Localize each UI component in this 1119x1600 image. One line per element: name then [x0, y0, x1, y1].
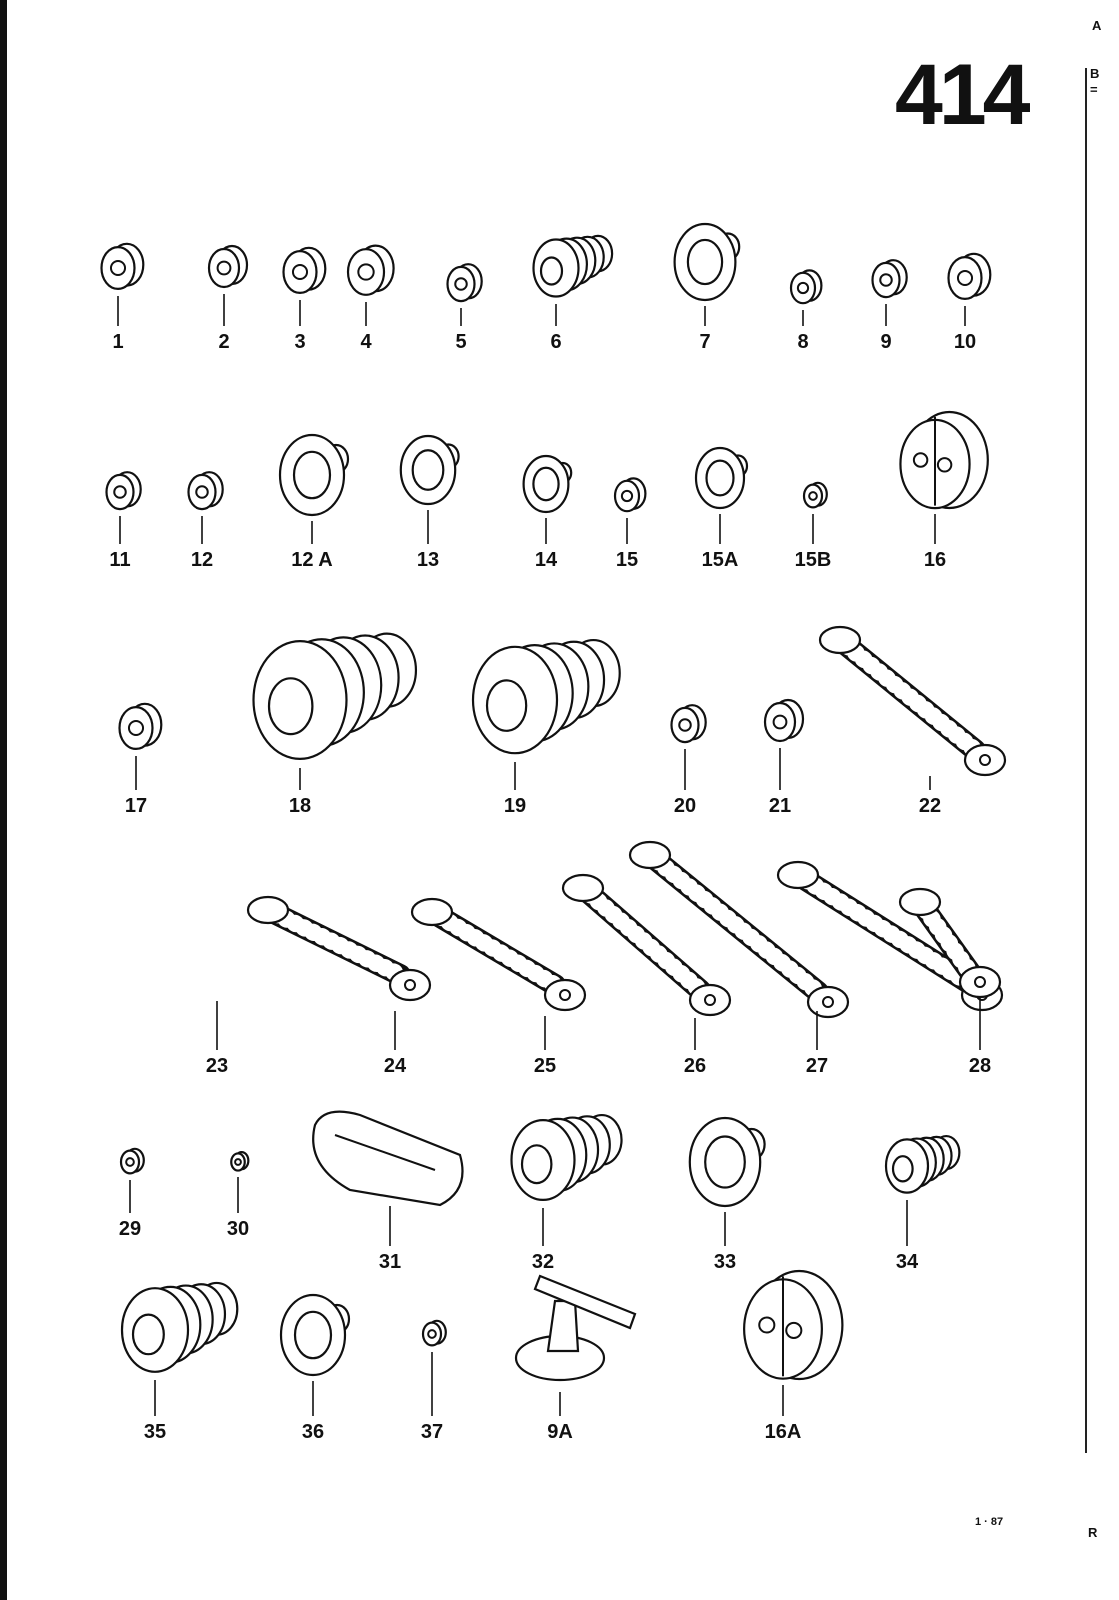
part-label: 5	[455, 331, 466, 353]
edge-text-b: B	[1090, 66, 1100, 81]
part-label: 16	[924, 549, 946, 571]
part-30: 30	[227, 1150, 250, 1240]
part-9a: 9A	[514, 1274, 637, 1443]
part-label: 11	[109, 549, 130, 571]
part-24: 24	[384, 897, 587, 1077]
part-5: 5	[446, 263, 483, 353]
part-15a: 15A	[694, 446, 749, 571]
part-label: 20	[674, 795, 696, 817]
right-margin-rule	[1085, 68, 1087, 1453]
part-19: 19	[471, 638, 621, 817]
part-12: 12	[187, 471, 224, 571]
part-6: 6	[532, 234, 614, 353]
part-label: 10	[954, 331, 976, 353]
part-label: 17	[125, 795, 147, 817]
part-11: 11	[105, 471, 142, 571]
part-label: 15A	[702, 549, 739, 571]
part-label: 32	[532, 1251, 554, 1273]
part-4: 4	[346, 244, 395, 353]
part-label: 18	[289, 795, 311, 817]
part-label: 25	[534, 1055, 556, 1077]
part-label: 19	[504, 795, 526, 817]
part-15b: 15B	[795, 481, 832, 571]
page-number: 414	[895, 47, 1030, 143]
part-label: 8	[797, 331, 808, 353]
part-label: 15	[616, 549, 638, 571]
part-label: 34	[896, 1251, 919, 1273]
part-label: 33	[714, 1251, 736, 1273]
part-label: 24	[384, 1055, 407, 1077]
part-10: 10	[947, 252, 992, 353]
part-label: 14	[535, 549, 558, 571]
footer-date: 1 · 87	[975, 1516, 1004, 1528]
edge-text-a: A	[1092, 18, 1102, 33]
part-37: 37	[421, 1319, 447, 1443]
part-label: 9A	[547, 1421, 573, 1443]
part-label: 26	[684, 1055, 706, 1077]
part-label: 22	[919, 795, 941, 817]
left-binding-border	[0, 0, 7, 1600]
part-label: 12	[191, 549, 213, 571]
part-16a: 16A	[743, 1269, 844, 1443]
part-label: 3	[294, 331, 305, 353]
part-12a: 12 A	[278, 433, 350, 571]
part-16: 16	[899, 410, 989, 571]
part-label: 30	[227, 1218, 249, 1240]
part-25: 25	[534, 873, 732, 1077]
part-18: 18	[252, 632, 418, 817]
part-8: 8	[789, 269, 823, 353]
part-15: 15	[613, 477, 647, 571]
part-label: 13	[417, 549, 439, 571]
part-label: 27	[806, 1055, 828, 1077]
part-21: 21	[763, 698, 805, 817]
part-label: 12 A	[291, 549, 333, 571]
part-17: 17	[118, 702, 163, 817]
part-label: 23	[206, 1055, 228, 1077]
part-label: 9	[880, 331, 891, 353]
part-label: 7	[699, 331, 710, 353]
part-label: 28	[969, 1055, 991, 1077]
part-label: 29	[119, 1218, 141, 1240]
part-label: 31	[379, 1251, 401, 1273]
part-29: 29	[119, 1147, 145, 1240]
part-34: 34	[884, 1134, 961, 1273]
edge-text-r: R	[1088, 1525, 1098, 1540]
part-32: 32	[510, 1113, 623, 1273]
part-label: 6	[550, 331, 561, 353]
part-13: 13	[399, 434, 460, 571]
part-28: 28	[898, 887, 1002, 1077]
part-label: 15B	[795, 549, 832, 571]
part-20: 20	[670, 704, 707, 817]
part-label: 37	[421, 1421, 443, 1443]
part-31: 31	[312, 1110, 464, 1273]
part-label: 2	[218, 331, 229, 353]
part-label: 21	[769, 795, 791, 817]
part-14: 14	[522, 454, 573, 571]
part-26: 26	[628, 840, 850, 1077]
part-3: 3	[282, 246, 327, 353]
part-7: 7	[673, 222, 741, 353]
part-36: 36	[279, 1293, 351, 1443]
part-22: 22	[818, 625, 1007, 817]
part-9: 9	[871, 259, 908, 353]
part-label: 1	[112, 331, 123, 353]
part-label: 4	[360, 331, 372, 353]
part-label: 35	[144, 1421, 166, 1443]
part-2: 2	[207, 244, 249, 353]
part-33: 33	[688, 1116, 766, 1273]
part-label: 36	[302, 1421, 324, 1443]
part-23: 23	[206, 895, 432, 1077]
part-35: 35	[120, 1281, 239, 1443]
part-label: 16A	[765, 1421, 802, 1443]
part-1: 1	[100, 242, 145, 353]
edge-text-eq: =	[1090, 82, 1098, 97]
